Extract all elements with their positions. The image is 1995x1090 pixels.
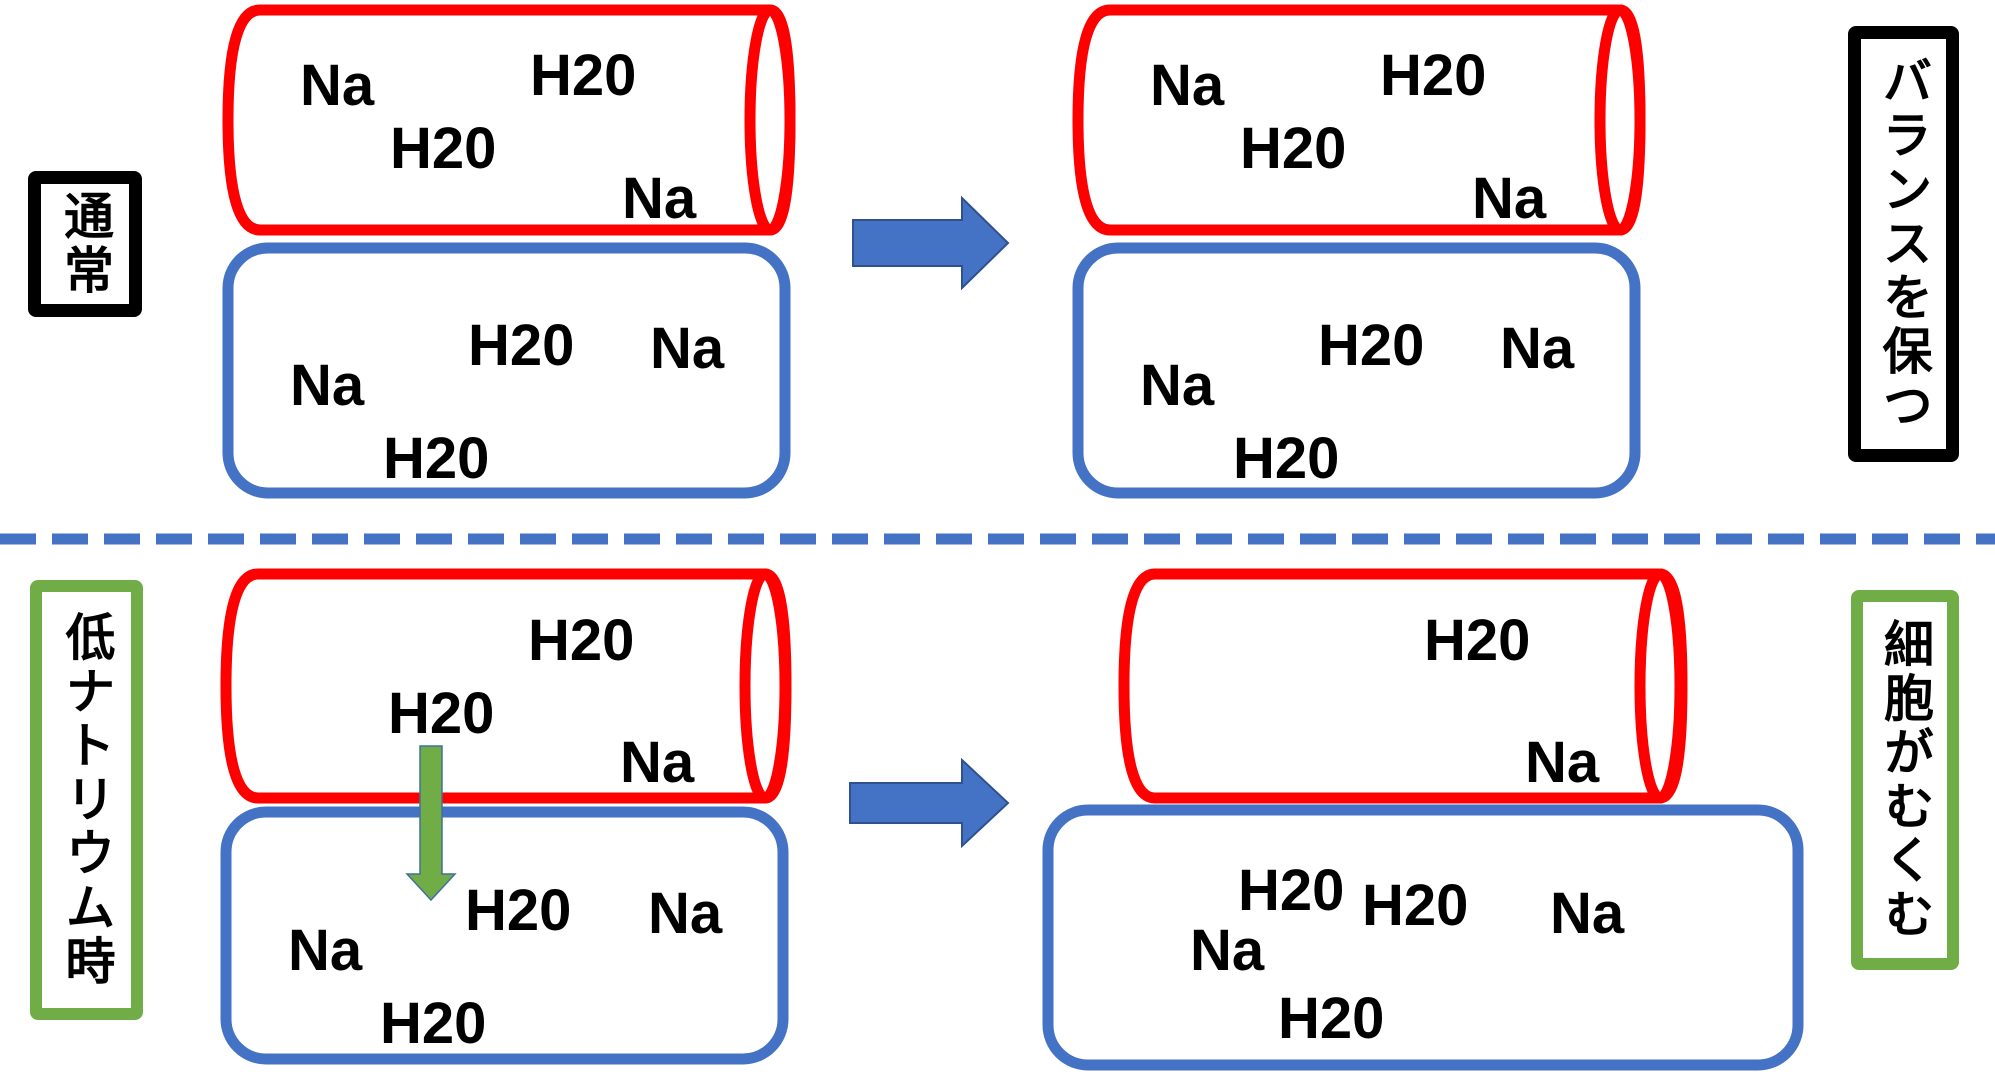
blood-vessel-after-normal: Na H20 H20 Na <box>1072 4 1646 236</box>
vessel-item: Na <box>1472 166 1547 231</box>
vessel-item: H20 <box>1240 116 1346 181</box>
cell-item: H20 <box>465 878 571 943</box>
vessel-item: H20 <box>388 681 494 746</box>
cell-item: Na <box>1140 353 1215 418</box>
vessel-item: H20 <box>390 116 496 181</box>
cell-item: Na <box>290 353 365 418</box>
cell-item: Na <box>288 918 363 983</box>
cell-body <box>1042 804 1804 1071</box>
vessel-item: H20 <box>1380 43 1486 108</box>
cell-after-low-sodium-swollen: H20 H20 Na Na H20 <box>1042 804 1804 1071</box>
result-label-balanced: バランスを保つ <box>1848 26 1959 462</box>
vessel-item: Na <box>622 166 697 231</box>
cell-after-normal: H20 Na Na H20 <box>1072 242 1641 499</box>
cell-item: Na <box>1500 316 1575 381</box>
vessel-body <box>1072 4 1646 236</box>
vessel-opening <box>739 568 791 804</box>
vessel-item: Na <box>300 53 375 118</box>
vessel-item: H20 <box>528 608 634 673</box>
label-low-sodium-text: 低ナトリウム時 <box>57 611 116 989</box>
cell-item: H20 <box>1233 426 1339 491</box>
row-normal: Na H20 H20 Na H20 Na Na H20 Na H20 H20 N… <box>222 4 1646 499</box>
right-arrow-icon <box>852 195 1010 291</box>
cell-before-normal: H20 Na Na H20 <box>222 242 791 499</box>
row-low-sodium: H20 H20 Na H20 Na Na H20 H20 Na H20 H20 … <box>220 568 1804 1071</box>
cell-body <box>220 806 789 1065</box>
vessel-opening <box>1594 4 1646 236</box>
vessel-item: Na <box>1150 53 1225 118</box>
vessel-item: Na <box>1525 730 1600 795</box>
cell-item: H20 <box>1318 313 1424 378</box>
vessel-item: H20 <box>530 43 636 108</box>
vessel-opening <box>744 4 796 236</box>
result-label-swelling: 細胞がむくむ <box>1851 590 1959 970</box>
label-normal: 通常 <box>28 171 142 317</box>
cell-item: H20 <box>1278 986 1384 1051</box>
result-label-balanced-text: バランスを保つ <box>1874 55 1933 433</box>
blood-vessel-before-low-sodium: H20 H20 Na <box>220 568 792 804</box>
down-arrow-icon <box>405 745 457 902</box>
vessel-item: Na <box>620 730 695 795</box>
vessel-item: H20 <box>1424 608 1530 673</box>
cell-item: H20 <box>1238 858 1344 923</box>
blood-vessel-before-normal: Na H20 H20 Na <box>222 4 796 236</box>
vessel-opening <box>1634 568 1686 804</box>
cell-body <box>222 242 791 499</box>
cell-item: Na <box>1550 881 1625 946</box>
right-arrow-icon <box>849 757 1010 849</box>
cell-item: H20 <box>380 991 486 1056</box>
vessel-body <box>220 568 792 804</box>
result-label-swelling-text: 細胞がむくむ <box>1876 618 1934 942</box>
cell-item: H20 <box>468 313 574 378</box>
vessel-body <box>222 4 796 236</box>
cell-item: Na <box>1190 918 1265 983</box>
cell-before-low-sodium: H20 Na Na H20 <box>220 806 789 1065</box>
cell-item: Na <box>648 881 723 946</box>
label-low-sodium: 低ナトリウム時 <box>30 580 143 1020</box>
cell-item: H20 <box>1362 873 1468 938</box>
label-normal-text: 通常 <box>56 190 114 298</box>
cell-body <box>1072 242 1641 499</box>
cell-item: H20 <box>383 426 489 491</box>
blood-vessel-after-low-sodium: H20 Na <box>1118 568 1688 804</box>
cell-item: Na <box>650 316 725 381</box>
